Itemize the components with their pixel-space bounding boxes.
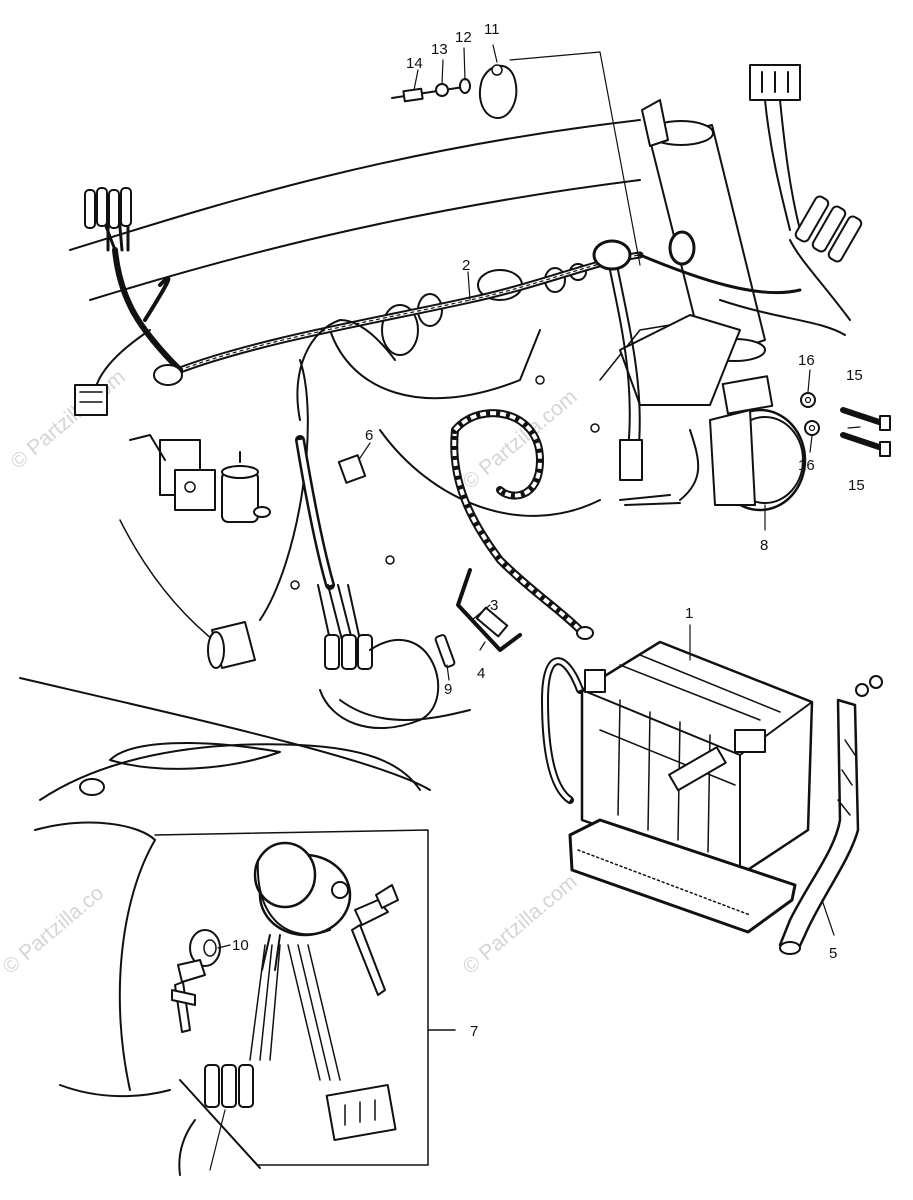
callout-11: 11 [484, 21, 500, 38]
main-wire-harness [94, 203, 846, 391]
watermark-center-top: © Partzilla.com [458, 385, 581, 494]
condenser [221, 451, 271, 523]
callout-14: 14 [406, 55, 423, 72]
horn-lead-wires [609, 269, 641, 456]
steering-head-tube [641, 99, 766, 362]
callout-4: 4 [477, 665, 485, 682]
watermark-left: © Partzilla.com [6, 365, 129, 474]
connector-cluster-right [749, 64, 863, 321]
steering-lock [189, 929, 221, 967]
callout-15-upper: 15 [846, 367, 863, 384]
callout-15-lower: 15 [848, 477, 865, 494]
horn-mounting-bolt [840, 407, 891, 457]
callout-5: 5 [829, 945, 837, 962]
callout-13: 13 [431, 41, 448, 58]
callout-2: 2 [462, 257, 470, 274]
watermark-bottom-center: © Partzilla.com [458, 870, 581, 979]
connector-cluster-left [74, 187, 183, 416]
callout-8: 8 [760, 537, 768, 554]
ignition-key [351, 884, 399, 996]
horn-lead-connector [619, 439, 643, 481]
callout-1: 1 [685, 605, 693, 622]
fuse [434, 634, 456, 668]
regulator-unit [129, 434, 216, 511]
callout-7: 7 [470, 1023, 478, 1040]
battery-strap [778, 675, 883, 955]
horn [679, 375, 807, 512]
headlight-mount-parts [391, 64, 518, 119]
battery [580, 640, 814, 877]
battery-ground-cable [456, 568, 522, 652]
spacer-tube [207, 621, 256, 669]
frame-backbone [69, 119, 701, 661]
washer [800, 392, 820, 436]
wire-clip [337, 454, 367, 484]
ignition-switch-group-box [154, 829, 429, 1166]
callout-3: 3 [490, 597, 498, 614]
battery-cable [450, 409, 594, 640]
sub-harness [295, 319, 471, 729]
horn-bracket [619, 314, 741, 406]
watermark-bottom-left: © Partzilla.co [0, 881, 108, 978]
leader-lines [209, 44, 861, 1171]
lock-key [171, 959, 206, 1033]
battery-tray [568, 818, 797, 934]
grommet [592, 230, 696, 271]
callout-12: 12 [455, 29, 472, 46]
ignition-switch [204, 841, 397, 1142]
callout-9: 9 [444, 681, 452, 698]
fuel-tank [19, 677, 431, 1176]
callout-6: 6 [365, 427, 373, 444]
callout-10: 10 [232, 937, 249, 954]
callout-16-upper: 16 [798, 352, 815, 369]
callout-16-lower: 16 [798, 457, 815, 474]
